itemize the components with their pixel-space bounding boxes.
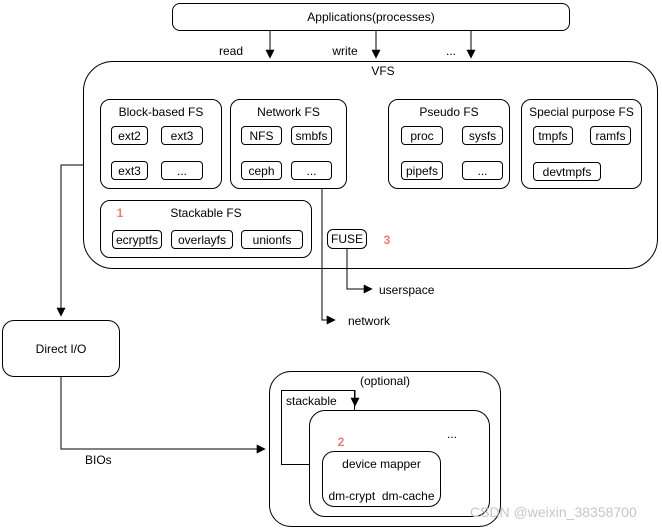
userspace-label: userspace [379,283,435,297]
direct-io-label: Direct I/O [35,341,87,356]
arrow-vfs-to-direct-io [56,164,83,317]
optional-label: (optional) [359,374,411,388]
fs-node-overlayfs: overlayfs [171,230,233,249]
fuse-badge: 3 [383,233,391,247]
applications-box: Applications(processes) [172,3,570,31]
fs-node-unionfs: unionfs [241,230,303,249]
direct-io-box: Direct I/O [2,320,120,377]
pseudo-fs-title: Pseudo FS [419,105,479,119]
fs-node-ceph: ceph [241,161,282,180]
device-mapper-items: dm-crypt dm-cache [323,489,440,503]
fuse-label: FUSE [330,232,363,246]
fs-node-tmpfs: tmpfs [533,126,573,145]
block-fs-title: Block-based FS [118,105,204,119]
fs-node-pipefs: pipefs [401,161,443,180]
network-fs-group: Network FS NFS smbfs ceph ... [230,99,347,189]
fs-node-nfs: NFS [241,126,282,145]
bios-label: BIOs [85,453,112,467]
fs-node-ext3: ext3 [161,126,203,145]
fs-node-more: ... [161,161,203,180]
stackable-layer-label: stackable [286,394,337,408]
watermark-text: CSDN @weixin_38358700 [470,504,637,520]
read-label: read [218,44,244,58]
device-mapper-title: device mapper [342,457,421,471]
fuse-box: FUSE [327,229,367,249]
vfs-label: VFS [371,64,395,78]
device-mapper-box: device mapper dm-crypt dm-cache [322,451,441,507]
stackable-fs-title: Stackable FS [170,206,242,220]
network-label: network [348,314,391,328]
fs-node-proc: proc [401,126,443,145]
special-fs-group: Special purpose FS tmpfs ramfs devtmpfs [521,99,642,189]
applications-label: Applications(processes) [307,10,435,24]
fs-node-ramfs: ramfs [590,126,631,145]
arrow-bios [60,377,266,454]
fs-node-sysfs: sysfs [462,126,503,145]
fs-node-ecryptfs: ecryptfs [112,230,162,249]
block-layer-more-label: ... [446,427,457,441]
fs-node-more: ... [462,161,503,180]
fs-node-ext3b: ext3 [111,161,148,180]
block-layer-badge: 2 [337,435,345,449]
more-calls-label: ... [445,44,456,58]
fs-node-more: ... [291,161,332,180]
pseudo-fs-group: Pseudo FS proc sysfs pipefs ... [388,99,510,189]
special-fs-title: Special purpose FS [529,105,634,119]
fs-node-devtmpfs: devtmpfs [533,162,601,181]
stackable-fs-badge: 1 [116,206,124,220]
fs-node-ext2: ext2 [111,126,148,145]
stackable-fs-group: 1 Stackable FS ecryptfs overlayfs unionf… [100,200,312,258]
write-label: write [332,44,358,58]
fs-node-smbfs: smbfs [291,126,332,145]
dm-crypt-label: dm-crypt [328,489,376,503]
network-fs-title: Network FS [257,105,320,119]
dm-cache-label: dm-cache [381,489,435,503]
block-fs-group: Block-based FS ext2 ext3 ext3 ... [100,99,222,189]
